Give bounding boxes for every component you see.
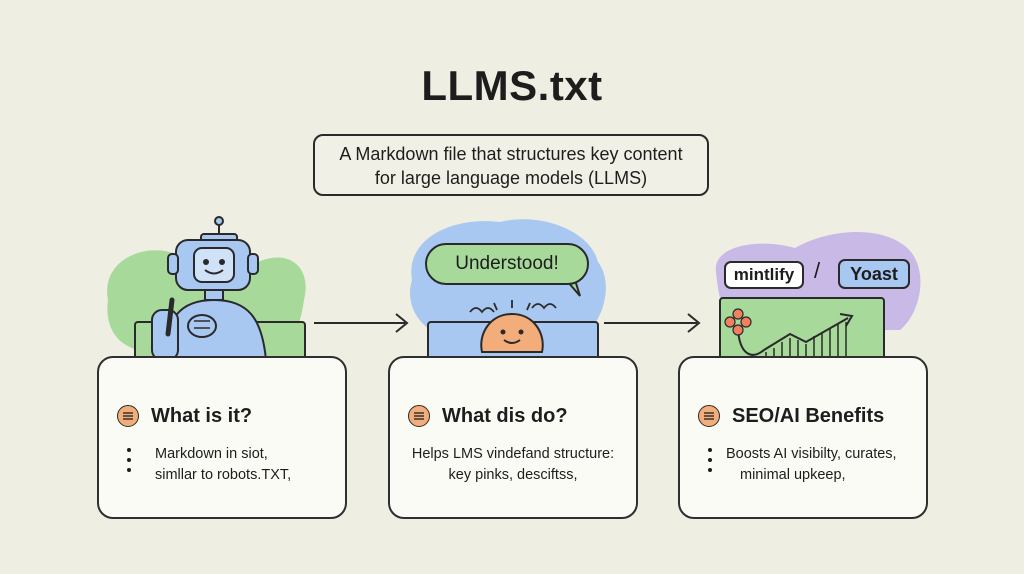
arrow-icon-1 xyxy=(314,313,409,333)
equals-menu-icon xyxy=(117,405,139,427)
speech-bubble: Understood! xyxy=(425,243,589,285)
card-line-1: Helps LMS vindefand structure: xyxy=(411,446,615,462)
card-line-2: key pinks, desciftss, xyxy=(448,467,578,483)
card-what-dis-do: What dis do? Helps LMS vindefand structu… xyxy=(388,356,638,519)
subtitle-line-2: for large language models (LLMS) xyxy=(374,168,648,188)
subtitle-box: A Markdown file that structures key cont… xyxy=(313,134,709,196)
card-body: Boosts AI visibilty, curates, minimal up… xyxy=(726,444,916,486)
bullet-dots xyxy=(708,448,714,478)
card-seo-ai-benefits: SEO/AI Benefits Boosts AI visibilty, cur… xyxy=(678,356,928,519)
card-title: What is it? xyxy=(151,404,253,427)
mintlify-logo: mintlify xyxy=(724,261,804,289)
yoast-logo: Yoast xyxy=(838,259,910,289)
equals-menu-icon xyxy=(698,405,720,427)
subtitle-line-1: A Markdown file that structures key cont… xyxy=(339,144,683,164)
card-body: Helps LMS vindefand structure: key pinks… xyxy=(406,444,620,486)
card-line-2: minimal upkeep, xyxy=(740,467,846,483)
happy-face-icon xyxy=(469,300,557,353)
growth-chart-icon xyxy=(724,308,854,360)
equals-menu-icon xyxy=(408,405,430,427)
card-title: SEO/AI Benefits xyxy=(732,404,885,427)
page-title: LLMS.txt xyxy=(421,62,603,109)
card-what-is-it: What is it? Markdown in siot, simllar to… xyxy=(97,356,347,519)
card-title: What dis do? xyxy=(442,404,568,427)
card-line-2: simllar to robots.TXT, xyxy=(155,467,292,483)
arrow-icon-2 xyxy=(604,313,701,333)
card-body: Markdown in siot, simllar to robots.TXT, xyxy=(155,444,335,486)
chart-panel xyxy=(719,297,885,365)
card-line-1: Boosts AI visibilty, curates, xyxy=(726,446,897,462)
logo-separator: / xyxy=(814,258,821,283)
card-line-1: Markdown in siot, xyxy=(155,446,268,462)
bullet-dots xyxy=(127,448,133,478)
